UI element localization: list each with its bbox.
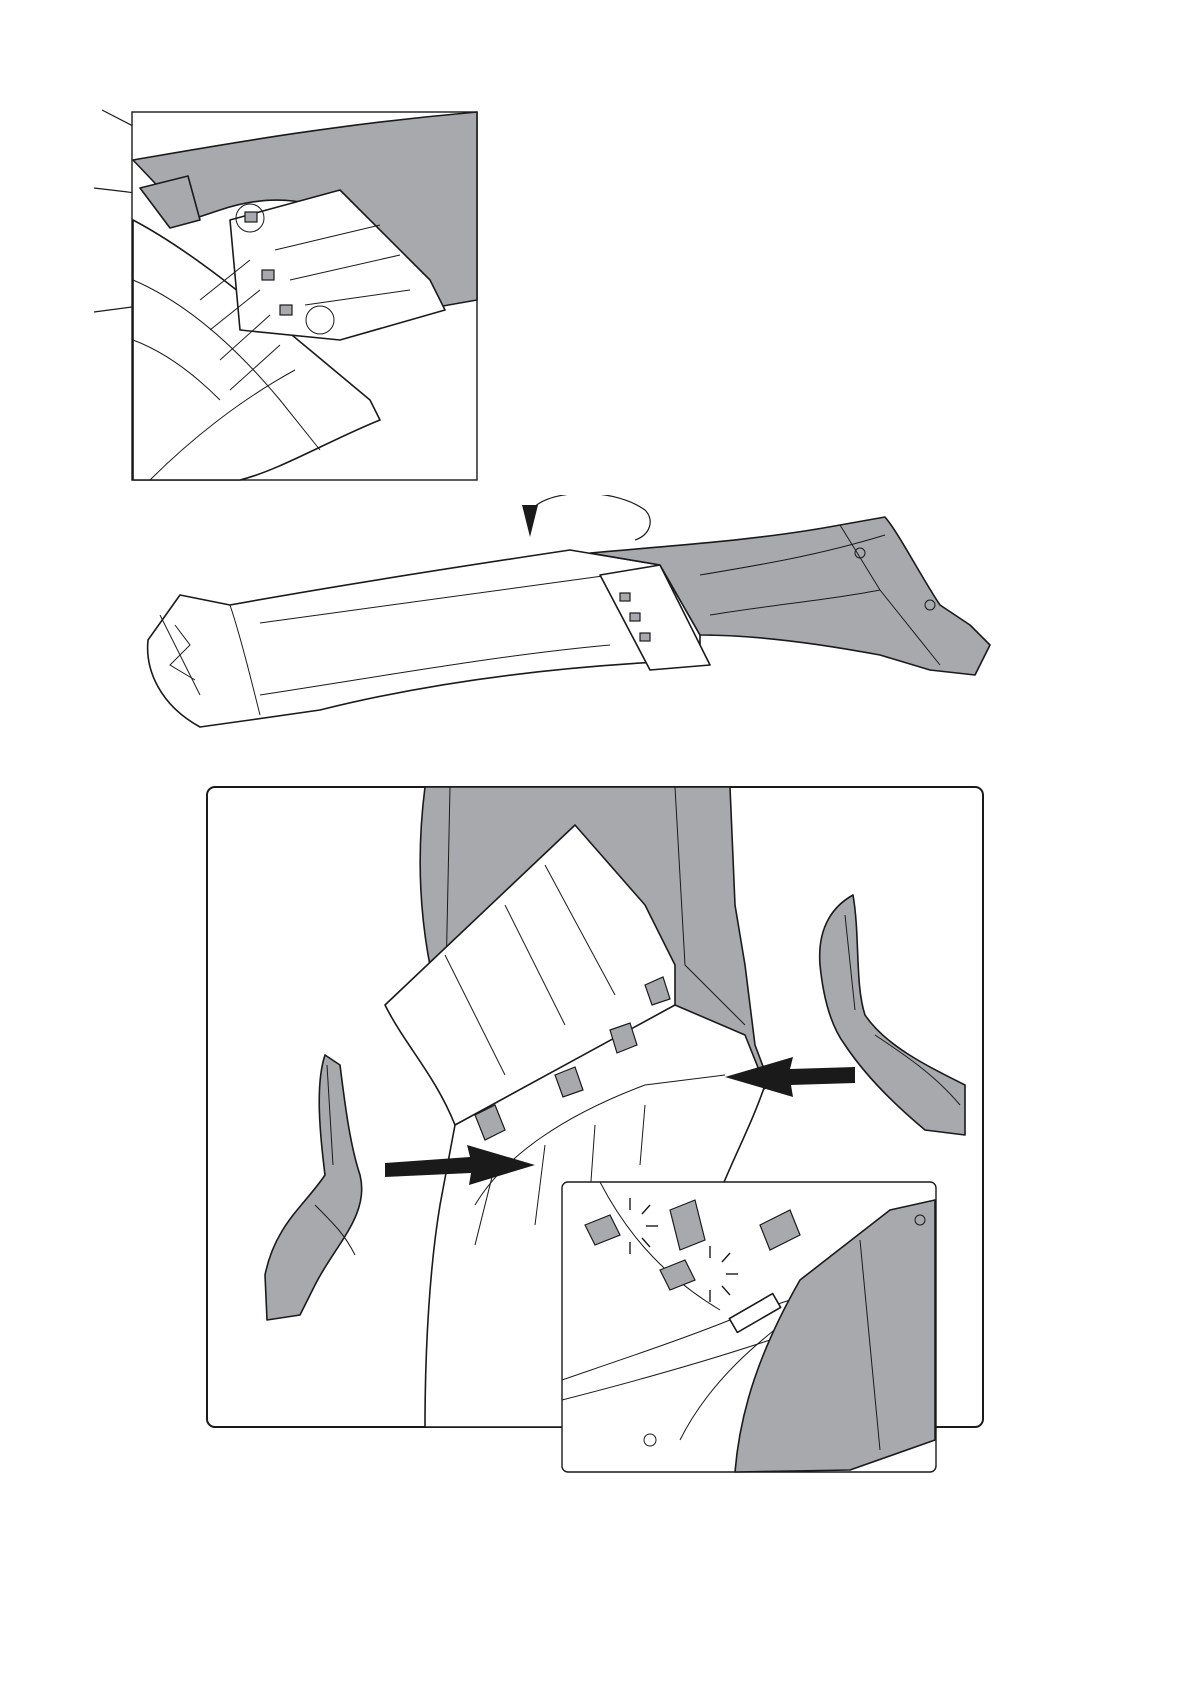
clip-2 [262, 270, 274, 280]
clip-3 [280, 305, 292, 315]
detail-view-illustration [80, 100, 480, 486]
clips-engaged-illustration [560, 1180, 940, 1475]
rotation-arrow-icon [530, 495, 650, 540]
fold-rotation-illustration [140, 495, 1040, 745]
detail-view-panel [80, 100, 480, 486]
clips-engaged-inset [560, 1180, 940, 1475]
rotation-arrow-head [522, 505, 538, 537]
fold-rotation-panel [140, 495, 1040, 745]
clip-1 [245, 212, 257, 222]
